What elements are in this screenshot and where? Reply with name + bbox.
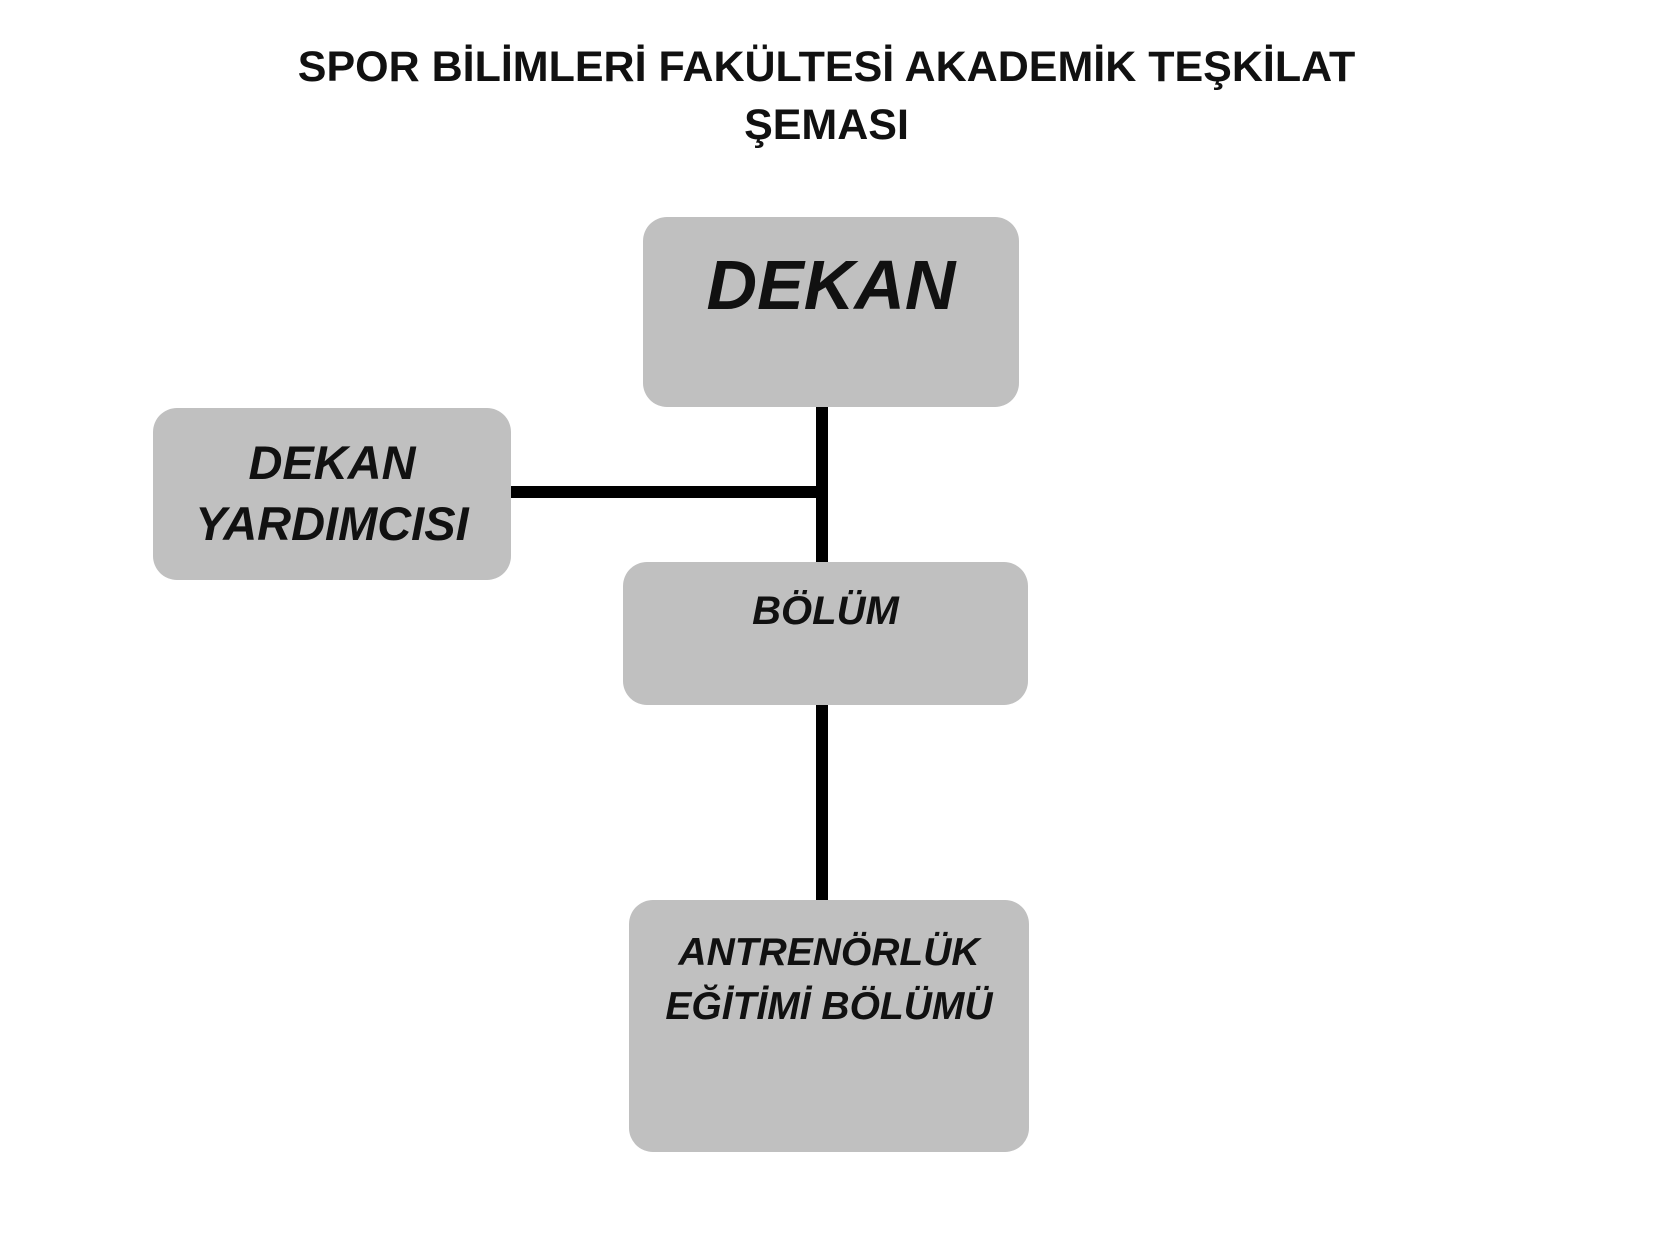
node-bolum: BÖLÜM [623,562,1028,705]
node-dekan-yardimcisi: DEKAN YARDIMCISI [153,408,511,580]
connector-bolum-antrenorluk [816,705,828,900]
node-bolum-label: BÖLÜM [752,589,899,633]
connector-dekan-bolum [816,407,828,562]
node-dekan-yardimcisi-line-1: DEKAN [248,436,416,489]
chart-title: SPOR BİLİMLERİ FAKÜLTESİ AKADEMİK TEŞKİL… [0,38,1653,154]
chart-title-line-1: SPOR BİLİMLERİ FAKÜLTESİ AKADEMİK TEŞKİL… [297,43,1356,91]
node-antrenorluk-egitimi-bolumu: ANTRENÖRLÜK EĞİTİMİ BÖLÜMÜ [629,900,1029,1152]
node-antrenorluk-line-2: EĞİTİMİ BÖLÜMÜ [665,985,993,1028]
node-dekan: DEKAN [643,217,1019,407]
node-dekan-yardimcisi-line-2: YARDIMCISI [195,497,469,550]
node-antrenorluk-line-1: ANTRENÖRLÜK [678,931,980,974]
chart-title-line-2: ŞEMASI [744,101,909,149]
connector-dekan-yardimcisi [511,486,822,498]
node-dekan-label: DEKAN [706,246,956,324]
